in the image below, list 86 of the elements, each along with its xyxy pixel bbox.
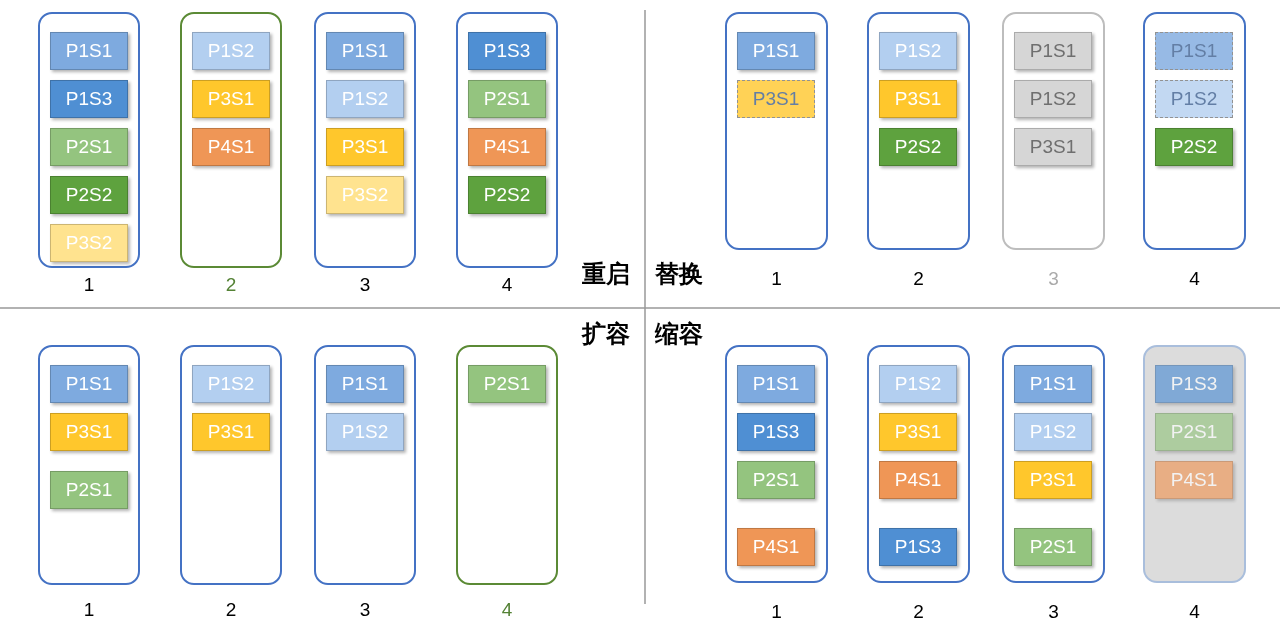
storage-block: P1S2 bbox=[326, 80, 404, 118]
server-label: 3 bbox=[1048, 268, 1059, 290]
server-label: 3 bbox=[1048, 601, 1059, 623]
storage-block: P2S1 bbox=[1155, 413, 1233, 451]
storage-block: P1S3 bbox=[1155, 365, 1233, 403]
server-box bbox=[1143, 345, 1246, 583]
storage-block: P2S2 bbox=[1155, 128, 1233, 166]
server-box bbox=[1002, 12, 1105, 250]
storage-block: P1S1 bbox=[50, 32, 128, 70]
server-label: 3 bbox=[359, 599, 371, 621]
storage-block: P2S1 bbox=[468, 80, 546, 118]
storage-block: P4S1 bbox=[468, 128, 546, 166]
storage-block: P3S1 bbox=[879, 80, 957, 118]
storage-block: P2S2 bbox=[468, 176, 546, 214]
storage-block: P3S1 bbox=[192, 80, 270, 118]
storage-block: P3S1 bbox=[879, 413, 957, 451]
storage-block: P3S1 bbox=[192, 413, 270, 451]
storage-block: P2S1 bbox=[1014, 528, 1092, 567]
storage-block: P3S1 bbox=[50, 413, 128, 451]
section-title: 扩容 bbox=[582, 319, 630, 349]
server-label: 2 bbox=[225, 274, 237, 296]
server-label: 4 bbox=[1189, 268, 1200, 290]
storage-block: P1S2 bbox=[192, 365, 270, 403]
storage-block: P4S1 bbox=[192, 128, 270, 166]
server-label: 1 bbox=[83, 274, 95, 296]
server-box bbox=[867, 12, 970, 250]
storage-block: P1S1 bbox=[737, 32, 815, 70]
server-box bbox=[725, 345, 828, 583]
storage-block: P2S1 bbox=[737, 461, 815, 499]
storage-block: P1S2 bbox=[879, 365, 957, 403]
storage-block: P3S2 bbox=[326, 176, 404, 214]
server-box bbox=[38, 12, 140, 268]
server-label: 4 bbox=[501, 599, 513, 621]
storage-block: P1S3 bbox=[879, 528, 957, 567]
storage-block: P2S1 bbox=[468, 365, 546, 403]
storage-block: P3S1 bbox=[737, 80, 815, 118]
server-box bbox=[456, 345, 558, 585]
server-box bbox=[38, 345, 140, 585]
storage-block: P1S3 bbox=[737, 413, 815, 451]
storage-block: P3S1 bbox=[326, 128, 404, 166]
server-label: 1 bbox=[771, 268, 782, 290]
server-label: 4 bbox=[501, 274, 513, 296]
storage-block: P4S1 bbox=[879, 461, 957, 499]
server-box bbox=[1143, 12, 1246, 250]
storage-block: P1S2 bbox=[192, 32, 270, 70]
storage-block: P1S1 bbox=[1014, 32, 1092, 70]
storage-block: P3S1 bbox=[1014, 128, 1092, 166]
section-title: 重启 bbox=[582, 259, 630, 289]
storage-block: P1S1 bbox=[50, 365, 128, 403]
storage-block: P1S2 bbox=[1014, 413, 1092, 451]
server-label: 1 bbox=[83, 599, 95, 621]
storage-block: P2S1 bbox=[50, 128, 128, 166]
storage-block: P4S1 bbox=[737, 528, 815, 567]
storage-block: P1S1 bbox=[326, 365, 404, 403]
storage-block: P1S2 bbox=[1155, 80, 1233, 118]
server-box bbox=[1002, 345, 1105, 583]
server-box bbox=[456, 12, 558, 268]
storage-block: P1S3 bbox=[468, 32, 546, 70]
server-box bbox=[314, 12, 416, 268]
storage-block: P4S1 bbox=[1155, 461, 1233, 499]
server-label: 4 bbox=[1189, 601, 1200, 623]
storage-block: P1S2 bbox=[326, 413, 404, 451]
server-label: 3 bbox=[359, 274, 371, 296]
storage-block: P1S1 bbox=[737, 365, 815, 403]
storage-block: P3S2 bbox=[50, 224, 128, 262]
storage-block: P1S1 bbox=[1014, 365, 1092, 403]
server-label: 2 bbox=[913, 601, 924, 623]
section-title: 替换 bbox=[655, 259, 703, 289]
storage-block: P2S2 bbox=[50, 176, 128, 214]
server-box bbox=[725, 12, 828, 250]
section-title: 缩容 bbox=[655, 319, 703, 349]
storage-block: P1S1 bbox=[326, 32, 404, 70]
server-box bbox=[180, 12, 282, 268]
server-box bbox=[867, 345, 970, 583]
storage-block: P1S2 bbox=[879, 32, 957, 70]
server-box bbox=[314, 345, 416, 585]
storage-block: P2S1 bbox=[50, 470, 128, 509]
storage-block: P3S1 bbox=[1014, 461, 1092, 499]
server-label: 2 bbox=[913, 268, 924, 290]
server-label: 2 bbox=[225, 599, 237, 621]
storage-block: P1S3 bbox=[50, 80, 128, 118]
storage-block: P1S1 bbox=[1155, 32, 1233, 70]
storage-block: P1S2 bbox=[1014, 80, 1092, 118]
server-label: 1 bbox=[771, 601, 782, 623]
storage-block: P2S2 bbox=[879, 128, 957, 166]
server-box bbox=[180, 345, 282, 585]
